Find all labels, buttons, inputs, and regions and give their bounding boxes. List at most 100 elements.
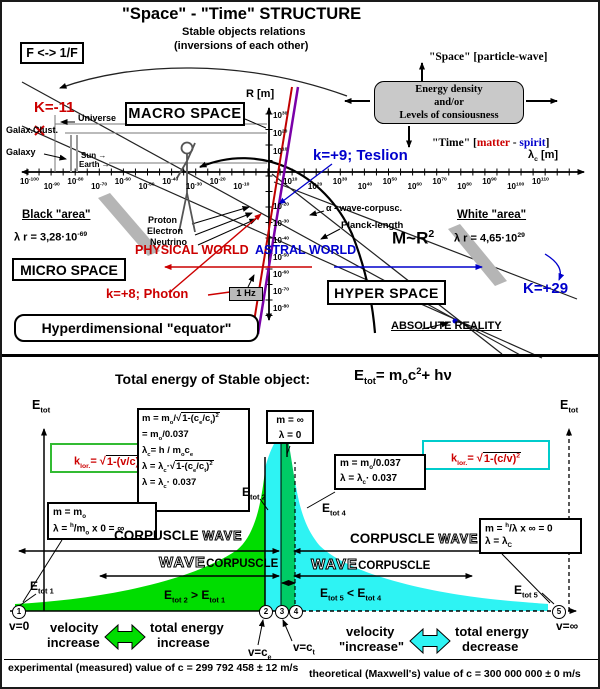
formula-line: m = h/λ x ∞ = 0: [485, 522, 553, 535]
neutrino-label: Neutrino: [150, 237, 187, 247]
tick-label: 1020: [273, 129, 288, 138]
time-label-prefix: "Time" [: [432, 137, 477, 149]
tick-label: 10-30: [273, 219, 290, 228]
tick-label: 10-50: [138, 182, 155, 191]
photon-arrow: [169, 213, 262, 293]
etot-axis-left: Etot: [32, 398, 51, 415]
tick-label: 10-10: [233, 182, 250, 191]
tick-label: 1080: [457, 182, 472, 191]
planck-length-label: Planck-length: [341, 220, 404, 231]
tick-label: 10-60: [273, 270, 290, 279]
corpuscle-text: CORPUSCLE: [206, 558, 279, 570]
tick-label: 10-20: [273, 202, 290, 211]
velocity-decrease-2: "increase": [339, 639, 405, 654]
tick-label: 10-70: [273, 287, 290, 296]
formula-line: λ = h/mo x 0 = ∞: [53, 522, 125, 537]
tick-label: 1060: [407, 182, 422, 191]
subtitle-1: Stable objects relations: [182, 26, 306, 38]
tick-label: 1040: [357, 182, 373, 191]
spike: [281, 432, 295, 611]
astral-boundary-line: [256, 86, 300, 335]
wave-corpuscle-right: WAVECORPUSCLE: [310, 556, 431, 573]
human-figure: [176, 141, 196, 233]
tick-label: 10100: [507, 182, 525, 191]
tick-label: 10-20: [209, 177, 226, 186]
white-area-lambda: λ r = 4,65·1029: [454, 232, 525, 245]
k29-curved-arrow: [544, 253, 565, 281]
tick-label: 1090: [482, 177, 497, 186]
f-inverse-box: F <-> 1/F: [20, 42, 84, 64]
cyan-strip: [265, 435, 281, 611]
k-minus-11-x-mark: [34, 125, 45, 136]
teslion-leader: [278, 163, 333, 205]
formula-line: λ = 0: [278, 430, 302, 441]
mass-infinity-box: m = ∞ λ = 0: [266, 410, 314, 444]
proton-label: Proton: [148, 215, 177, 225]
m-r2-label: M~R2: [392, 228, 435, 248]
etot-axis-right: Etot: [560, 398, 579, 415]
tick-label: 10-40: [273, 236, 290, 245]
energy-box-line1: Energy density: [415, 84, 483, 95]
etot4-label: Etot 4: [322, 501, 346, 518]
tick-label: 10-80: [273, 304, 290, 313]
lambda-axis-label: λc [m]: [528, 149, 559, 164]
white-area-band: [448, 224, 507, 286]
tick-label: 10-70: [91, 182, 108, 191]
earth-label: Earth →: [79, 160, 110, 169]
absolute-reality-label: ABSOLUTE REALITY: [391, 320, 502, 332]
axes: [21, 107, 585, 321]
panel-divider: [2, 354, 598, 357]
tick-label: 1030: [332, 177, 348, 186]
formula-line: λ = λc· 0.037: [142, 476, 197, 490]
formula-line: λ = λc· 0.037: [340, 473, 398, 486]
etot1-label: Etot 1: [30, 579, 54, 596]
tick-label: 10-100: [20, 177, 39, 186]
marker-1: 1: [12, 605, 26, 619]
energy-box-line2: and/or: [434, 97, 464, 109]
corpuscle-wave-left: CORPUSCLE WAVE: [114, 528, 243, 544]
tick-label: 1010: [273, 147, 288, 156]
astral-world-label: ASTRAL WORLD: [255, 243, 357, 257]
tick-label: 1010: [283, 177, 298, 186]
hyperdimensional-equator-box: Hyperdimensional "equator": [14, 314, 259, 342]
electron-label: Electron: [147, 226, 184, 236]
label-leaders: [43, 118, 449, 330]
wave-corpuscle-left: WAVECORPUSCLE: [158, 554, 279, 571]
etot2-label: Etot 2: [242, 485, 266, 502]
marker-4: 4: [289, 605, 303, 619]
tick-label: 10-40: [162, 177, 179, 186]
tick-label: 10-80: [67, 177, 84, 186]
bottom-formula: Etot= moc2+ hν: [354, 366, 452, 386]
formula-line: m = mo: [53, 507, 86, 520]
corpuscle-text: CORPUSCLE: [358, 560, 431, 572]
tick-label: 1050: [382, 177, 398, 186]
formula-line: m = mo/√1-(ce/ct)2: [142, 412, 220, 427]
energy-box-line3: Levels of consiousness: [399, 110, 499, 122]
universe-label: Universe: [78, 113, 117, 123]
black-area-label: Black "area": [22, 209, 91, 221]
lorentz-factor-right-box: klor.= √1-(c/v)2: [422, 440, 550, 470]
macro-space-box: MACRO SPACE: [125, 102, 245, 126]
vce-label: v=ce: [248, 647, 272, 662]
photon-label-leader: [207, 291, 231, 296]
formula-line: m = ∞: [276, 415, 304, 426]
time-label-suffix: ]: [545, 137, 550, 149]
galaxy-label: Galaxy: [6, 147, 36, 157]
right-formula-box: m = mo/0.037 λ = λc· 0.037: [334, 454, 426, 490]
tick-label: 10-90: [43, 182, 60, 191]
formula-line: λc= h / moce: [142, 444, 194, 458]
tick-label: 1020: [307, 182, 323, 191]
corpuscle-text: CORPUSCLE: [114, 528, 199, 543]
micro-space-box: MICRO SPACE: [12, 258, 126, 281]
green-double-arrow: [104, 623, 146, 651]
tick-label: 10-50: [273, 253, 290, 262]
tick-label: 10-30: [185, 182, 202, 191]
energy-decrease-2: decrease: [462, 639, 519, 654]
physical-world-label: PHYSICAL WORLD: [135, 243, 249, 257]
center-formula-box: m = mo/√1-(ce/ct)2 = mo/0.037 λc= h / mo…: [137, 408, 250, 512]
wave-text: WAVE: [202, 529, 243, 544]
marker-5: 5: [552, 605, 566, 619]
hyper-space-box: HYPER SPACE: [327, 280, 446, 305]
velocity-decrease-1: velocity: [346, 624, 395, 639]
